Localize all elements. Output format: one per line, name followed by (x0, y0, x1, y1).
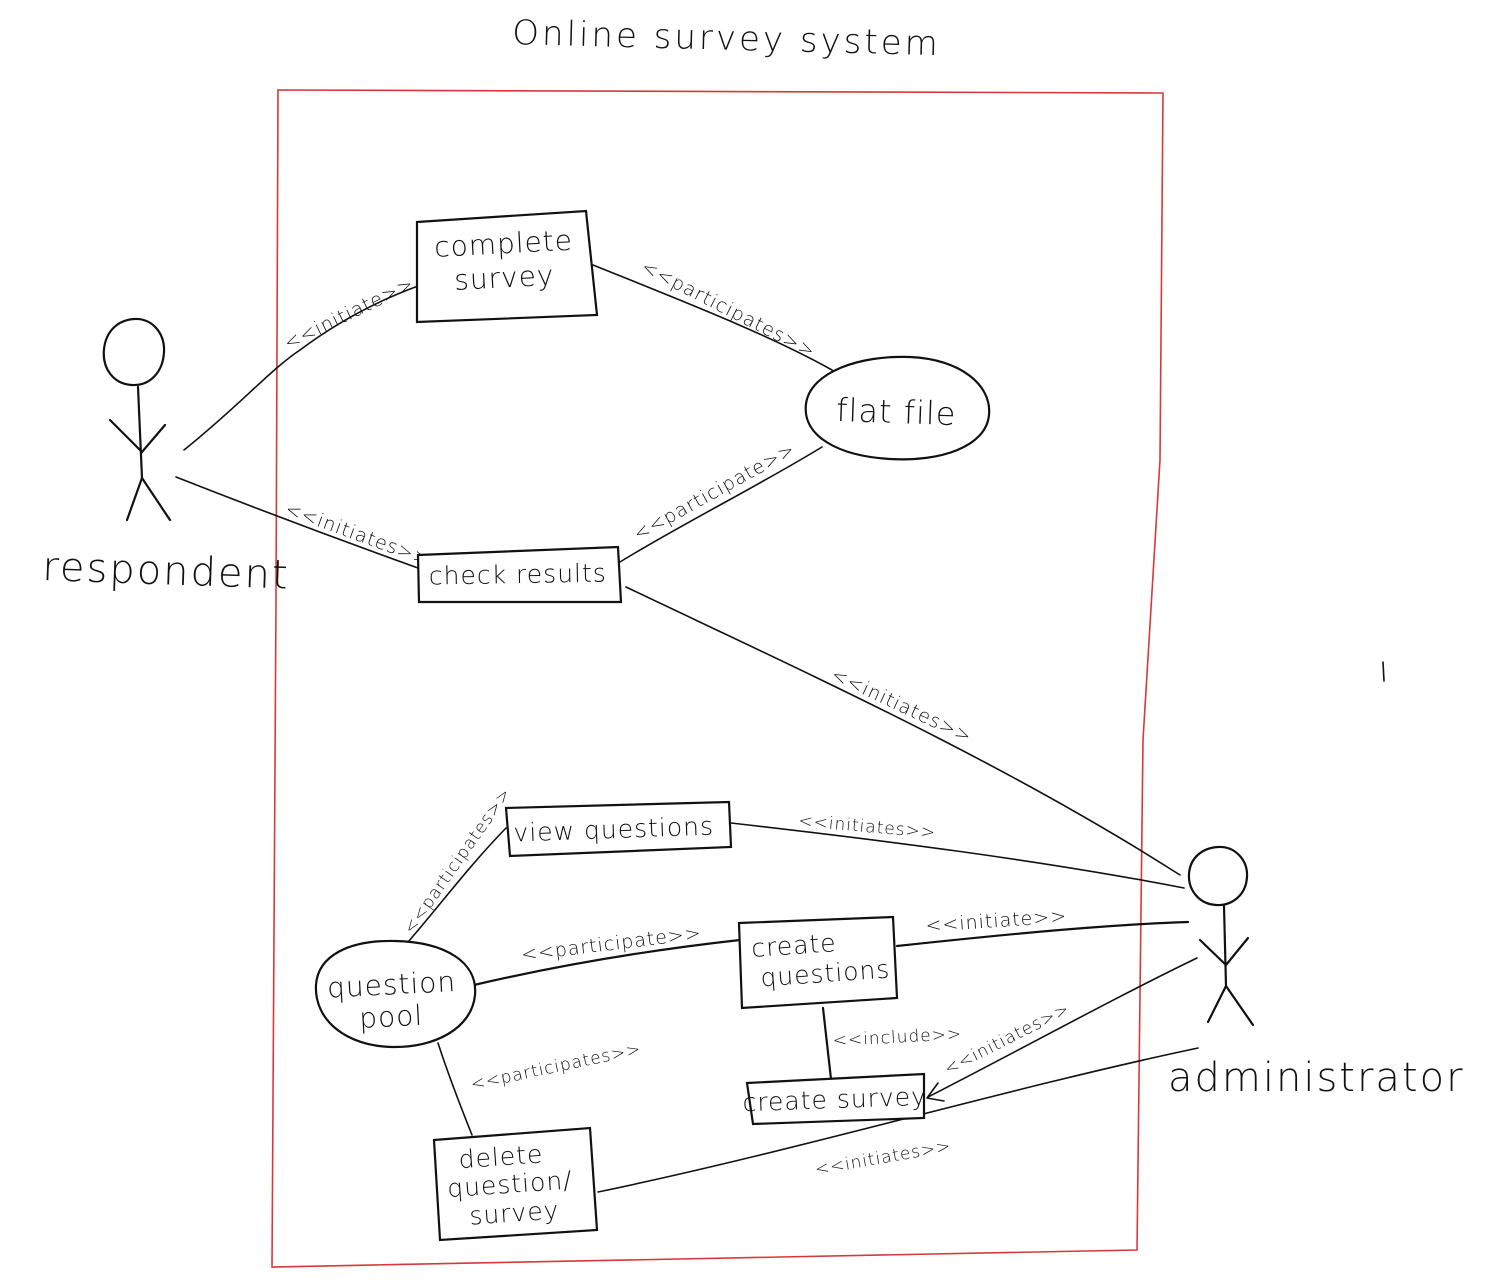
association-lines (175, 264, 1199, 1193)
check-results-label: check results (429, 558, 607, 590)
label-respondent-check: <<initiates>> (282, 498, 433, 571)
line-respondent-check-results (175, 476, 419, 569)
label-pool-delete: <<participates>> (469, 1039, 643, 1095)
label-check-administrator: <<initiates>> (828, 664, 976, 748)
delete-line-3: survey (468, 1195, 560, 1230)
question-pool-line-2: pool (358, 999, 423, 1035)
delete-question-survey-label: delete question/ survey (444, 1137, 584, 1232)
actor-administrator[interactable]: administrator (1168, 845, 1465, 1101)
line-pool-create-questions (472, 938, 742, 987)
line-check-administrator (625, 586, 1181, 876)
question-pool-label: question pool (326, 964, 468, 1036)
create-questions-box (737, 915, 899, 1010)
line-create-survey-administrator (927, 957, 1198, 1098)
complete-survey-line-1: complete (433, 224, 573, 264)
check-results-box (416, 545, 623, 604)
stick-figure-icon (102, 317, 172, 522)
create-survey-box (745, 1072, 926, 1126)
label-view-administrator: <<initiates>> (798, 811, 937, 843)
use-case-complete-survey[interactable]: complete survey (415, 209, 599, 324)
label-respondent-complete: <<initiate>> (281, 273, 418, 355)
line-delete-administrator (597, 1047, 1199, 1193)
complete-survey-label: complete survey (433, 223, 585, 298)
data-store-flat-file[interactable]: flat file (804, 355, 991, 461)
administrator-label: administrator (1168, 1055, 1465, 1101)
question-pool-ellipse (314, 939, 477, 1049)
create-survey-label: create survey (742, 1082, 927, 1117)
stray-cursor-mark (1382, 661, 1385, 682)
delete-question-survey-box (432, 1126, 599, 1242)
line-complete-flat-file (592, 264, 833, 371)
respondent-label: respondent (42, 544, 291, 599)
line-view-administrator (730, 822, 1185, 889)
label-complete-flat-file: <<participates>> (638, 256, 819, 363)
complete-survey-box (415, 209, 599, 324)
line-check-flat-file (619, 446, 823, 563)
data-store-question-pool[interactable]: question pool (314, 939, 477, 1049)
view-questions-box (504, 800, 733, 858)
stick-figure-icon (1187, 845, 1255, 1027)
actor-respondent[interactable]: respondent (42, 317, 291, 599)
view-questions-label: view questions (513, 812, 714, 848)
complete-survey-line-2: survey (453, 259, 555, 297)
use-case-view-questions[interactable]: view questions (504, 800, 733, 858)
label-pool-view: <<participates>> (400, 784, 516, 938)
use-case-check-results[interactable]: check results (416, 545, 623, 604)
line-respondent-complete-survey (183, 285, 419, 451)
create-questions-line-1: create (750, 928, 837, 963)
label-pool-create: <<participate>> (520, 922, 703, 966)
line-create-questions-administrator (895, 920, 1190, 948)
line-pool-delete (437, 1042, 473, 1136)
question-pool-line-1: question (326, 965, 457, 1005)
label-include: <<include>> (832, 1024, 962, 1051)
use-case-create-survey[interactable]: create survey (742, 1072, 927, 1126)
delete-line-1: delete (458, 1139, 545, 1174)
line-create-questions-include (821, 1006, 833, 1081)
diagram-title: Online survey system (512, 13, 942, 64)
label-check-flat-file: <<participate>> (630, 438, 799, 545)
label-delete-administrator: <<initiates>> (813, 1136, 952, 1180)
system-boundary (271, 89, 1164, 1268)
use-case-delete-question-survey[interactable]: delete question/ survey (432, 1126, 599, 1242)
flat-file-ellipse (804, 355, 991, 461)
arrowhead-create-survey (926, 1082, 945, 1102)
flat-file-label: flat file (836, 391, 957, 433)
line-pool-view (407, 827, 507, 943)
use-case-create-questions[interactable]: create questions (737, 915, 899, 1010)
